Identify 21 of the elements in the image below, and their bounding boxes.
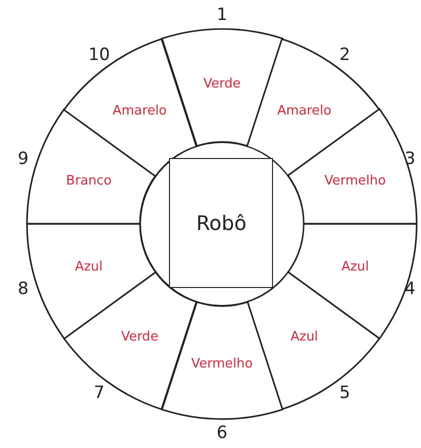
position-number: 7 [94,383,105,404]
color-label: Branco [66,173,112,188]
position-number: 5 [339,383,350,404]
position-number: 1 [216,5,228,25]
color-label: Azul [290,330,318,345]
color-label: Amarelo [277,103,332,118]
position-number: 8 [18,278,29,299]
position-number: 6 [216,423,228,443]
robot-label: Robô [196,211,246,236]
position-number: 10 [88,44,110,65]
color-label: Verde [121,330,158,345]
position-number: 2 [339,44,350,65]
color-label: Verde [203,76,241,92]
color-label: Vermelho [191,356,253,372]
color-label: Azul [341,260,369,275]
position-number: 4 [404,278,416,299]
color-label: Azul [75,260,103,275]
robot-box [169,158,274,288]
color-label: Vermelho [324,173,386,188]
color-label: Amarelo [112,103,167,118]
position-number: 9 [18,149,29,170]
